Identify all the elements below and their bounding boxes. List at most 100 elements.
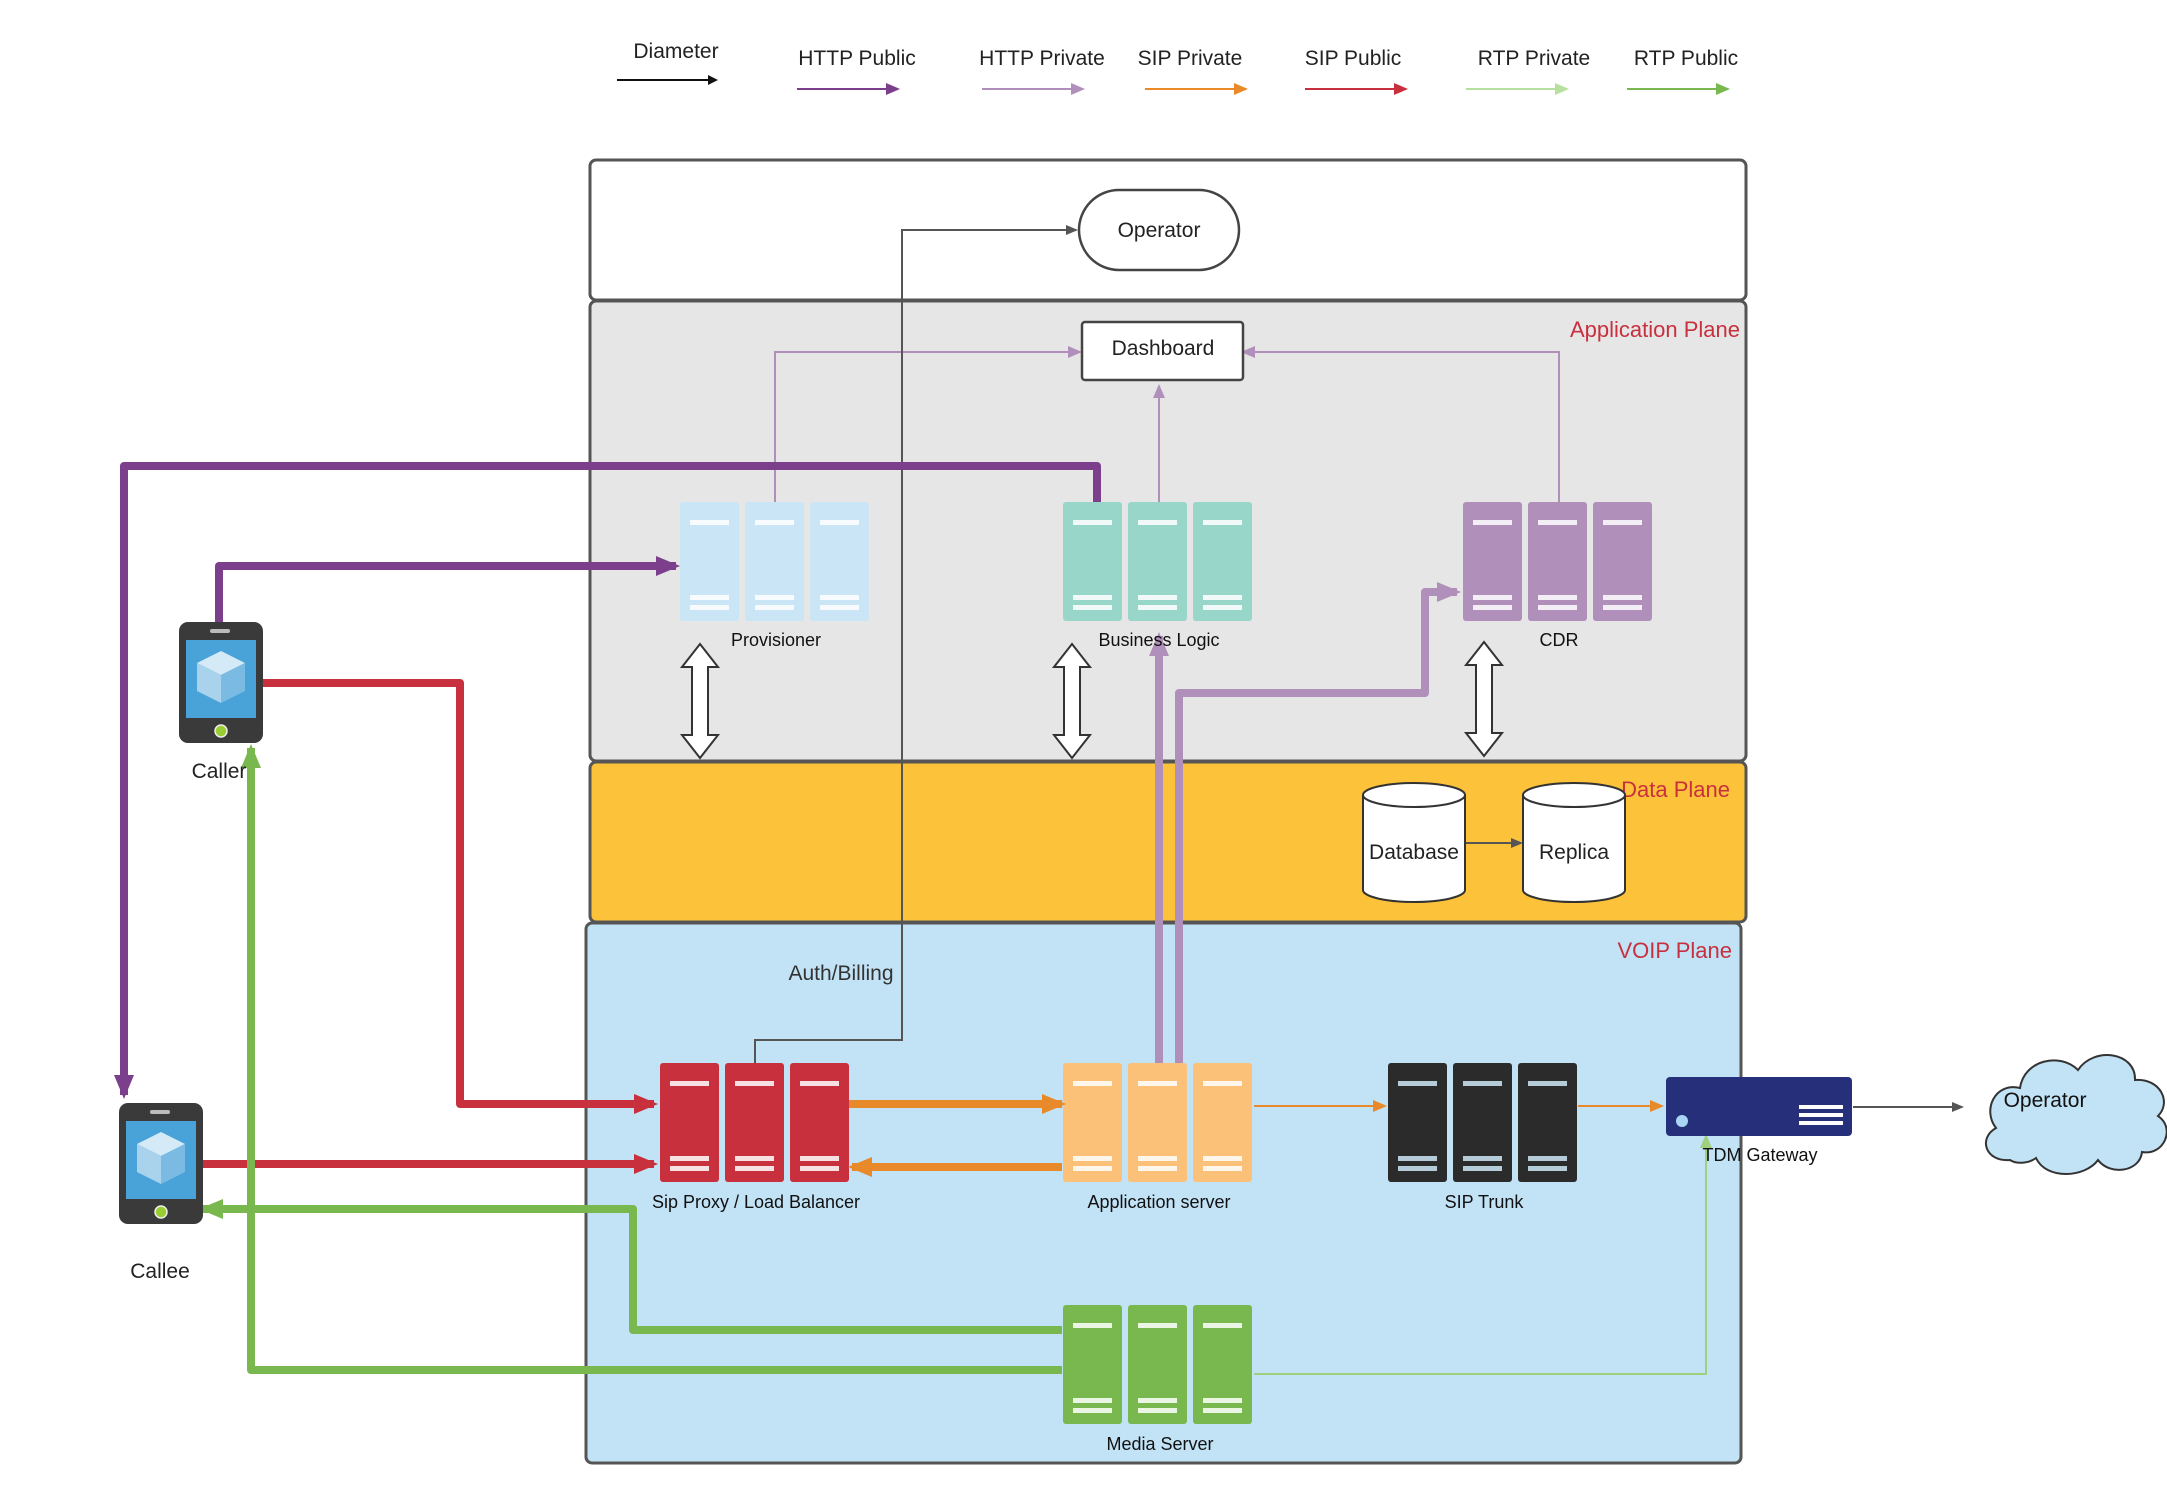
gateway-vent-icon bbox=[1799, 1121, 1843, 1125]
callee-label: Callee bbox=[130, 1260, 190, 1283]
legend-diameter-label: Diameter bbox=[633, 40, 718, 63]
media-server-label: Media Server bbox=[1106, 1434, 1213, 1454]
tdm-gateway-node[interactable] bbox=[1666, 1077, 1852, 1136]
legend-rtp-private-label: RTP Private bbox=[1478, 47, 1590, 70]
auth-billing-label: Auth/Billing bbox=[788, 962, 893, 985]
server-rack-icon bbox=[790, 1063, 849, 1182]
operator-box bbox=[1077, 188, 1241, 272]
server-rack-icon bbox=[1063, 1063, 1122, 1182]
cdr-servers[interactable] bbox=[1463, 502, 1652, 621]
legend-rtp-private: RTP Private bbox=[1466, 47, 1590, 95]
caller-to-sip-proxy-flow bbox=[260, 679, 658, 1114]
legend-http-public-label: HTTP Public bbox=[798, 47, 915, 70]
caller-to-provisioner-http-flow bbox=[215, 556, 680, 624]
cdr-to-dashboard-link bbox=[1241, 346, 1560, 502]
cdr-db-double-arrow bbox=[1463, 640, 1505, 758]
phone-home-button-icon bbox=[154, 1205, 168, 1219]
server-rack-icon bbox=[1388, 1063, 1447, 1182]
legend-diameter: Diameter bbox=[617, 40, 719, 85]
server-labels: Provisioner Business Logic CDR Sip Proxy… bbox=[652, 630, 1818, 1454]
server-rack-icon bbox=[725, 1063, 784, 1182]
server-rack-icon bbox=[1128, 1063, 1187, 1182]
server-rack-icon bbox=[1193, 502, 1252, 621]
legend-sip-private: SIP Private bbox=[1138, 47, 1248, 95]
operator-cloud-node[interactable]: Operator bbox=[1985, 1054, 2167, 1175]
replica-database-icon bbox=[1522, 795, 1626, 903]
cube-app-icon-left bbox=[137, 1144, 161, 1184]
sip-proxy-label: Sip Proxy / Load Balancer bbox=[652, 1192, 860, 1212]
dashboard-label: Dashboard bbox=[1112, 337, 1215, 360]
tdm-gateway-label: TDM Gateway bbox=[1702, 1145, 1817, 1165]
business-logic-servers[interactable] bbox=[1063, 502, 1252, 621]
data-plane-label: Data Plane bbox=[1621, 777, 1730, 802]
legend-rtp-public-label: RTP Public bbox=[1634, 47, 1738, 70]
operator-label: Operator bbox=[1118, 219, 1201, 242]
business-logic-label: Business Logic bbox=[1098, 630, 1219, 650]
legend-sip-public: SIP Public bbox=[1305, 47, 1408, 95]
operator-node[interactable]: Operator bbox=[1077, 188, 1241, 272]
server-rack-icon bbox=[1193, 1305, 1252, 1424]
dashboard-box bbox=[1080, 320, 1245, 382]
gateway-vent-icon bbox=[1799, 1113, 1843, 1117]
server-rack-icon bbox=[1193, 1063, 1252, 1182]
media-servers[interactable] bbox=[1063, 1305, 1252, 1424]
provisioner-label: Provisioner bbox=[731, 630, 821, 650]
dashboard-node[interactable]: Dashboard bbox=[1080, 320, 1245, 382]
provisioner-servers[interactable] bbox=[680, 502, 869, 621]
business-logic-to-callee-http-flow bbox=[114, 462, 1101, 1099]
cdr-label: CDR bbox=[1540, 630, 1579, 650]
legend-sip-private-label: SIP Private bbox=[1138, 47, 1243, 70]
server-rack-icon bbox=[1463, 502, 1522, 621]
replica-node[interactable]: Replica bbox=[1522, 782, 1626, 903]
gateway-led-icon bbox=[1676, 1115, 1688, 1127]
media-to-caller-rtp-flow bbox=[241, 744, 1062, 1374]
phone-home-button-icon bbox=[214, 724, 228, 738]
replica-label: Replica bbox=[1539, 841, 1609, 864]
provisioner-to-dashboard-link bbox=[774, 346, 1082, 502]
callee-phone[interactable] bbox=[119, 1103, 203, 1224]
gateway-vent-icon bbox=[1799, 1105, 1843, 1109]
server-rack-icon bbox=[680, 502, 739, 621]
cube-app-icon-left bbox=[197, 663, 221, 703]
server-rack-icon bbox=[1528, 502, 1587, 621]
operator-cloud-label: Operator bbox=[2004, 1089, 2087, 1112]
database-icon bbox=[1362, 795, 1466, 903]
sip-proxy-servers[interactable] bbox=[660, 1063, 849, 1182]
auth-billing-link bbox=[754, 225, 1078, 1063]
legend-http-private: HTTP Private bbox=[979, 47, 1105, 95]
legend-http-public: HTTP Public bbox=[797, 47, 916, 95]
database-icon-top bbox=[1362, 782, 1466, 808]
provisioner-db-double-arrow bbox=[679, 642, 721, 760]
sip-trunk-label: SIP Trunk bbox=[1445, 1192, 1525, 1212]
server-rack-icon bbox=[810, 502, 869, 621]
database-label: Database bbox=[1369, 841, 1459, 864]
caller-phone[interactable] bbox=[179, 622, 263, 743]
legend: Diameter HTTP Public HTTP Private SIP Pr… bbox=[617, 40, 1738, 95]
server-rack-icon bbox=[1453, 1063, 1512, 1182]
server-layer bbox=[660, 502, 1652, 1424]
cube-app-icon-right bbox=[161, 1144, 185, 1184]
cube-app-icon-right bbox=[221, 663, 245, 703]
legend-sip-public-label: SIP Public bbox=[1305, 47, 1402, 70]
plane-sync-arrows bbox=[679, 640, 1505, 760]
phone-speaker-icon bbox=[150, 1110, 170, 1114]
replica-database-icon-top bbox=[1522, 782, 1626, 808]
application-plane-label: Application Plane bbox=[1570, 317, 1740, 342]
cloud-icon bbox=[1985, 1054, 2167, 1175]
business-logic-db-double-arrow bbox=[1051, 642, 1093, 760]
thick-flows bbox=[114, 462, 1461, 1374]
database-node[interactable]: Database bbox=[1362, 782, 1466, 903]
sip-trunk-servers[interactable] bbox=[1388, 1063, 1577, 1182]
server-rack-icon bbox=[1063, 1305, 1122, 1424]
media-to-callee-rtp-flow bbox=[199, 1199, 1062, 1334]
application-server-label: Application server bbox=[1087, 1192, 1230, 1212]
phone-speaker-icon bbox=[210, 629, 230, 633]
server-rack-icon bbox=[1063, 502, 1122, 621]
application-servers[interactable] bbox=[1063, 1063, 1252, 1182]
media-to-gateway-rtp-private-link bbox=[1254, 1134, 1712, 1375]
legend-http-private-label: HTTP Private bbox=[979, 47, 1105, 70]
server-rack-icon bbox=[745, 502, 804, 621]
server-rack-icon bbox=[1128, 502, 1187, 621]
voip-plane-label: VOIP Plane bbox=[1617, 938, 1732, 963]
